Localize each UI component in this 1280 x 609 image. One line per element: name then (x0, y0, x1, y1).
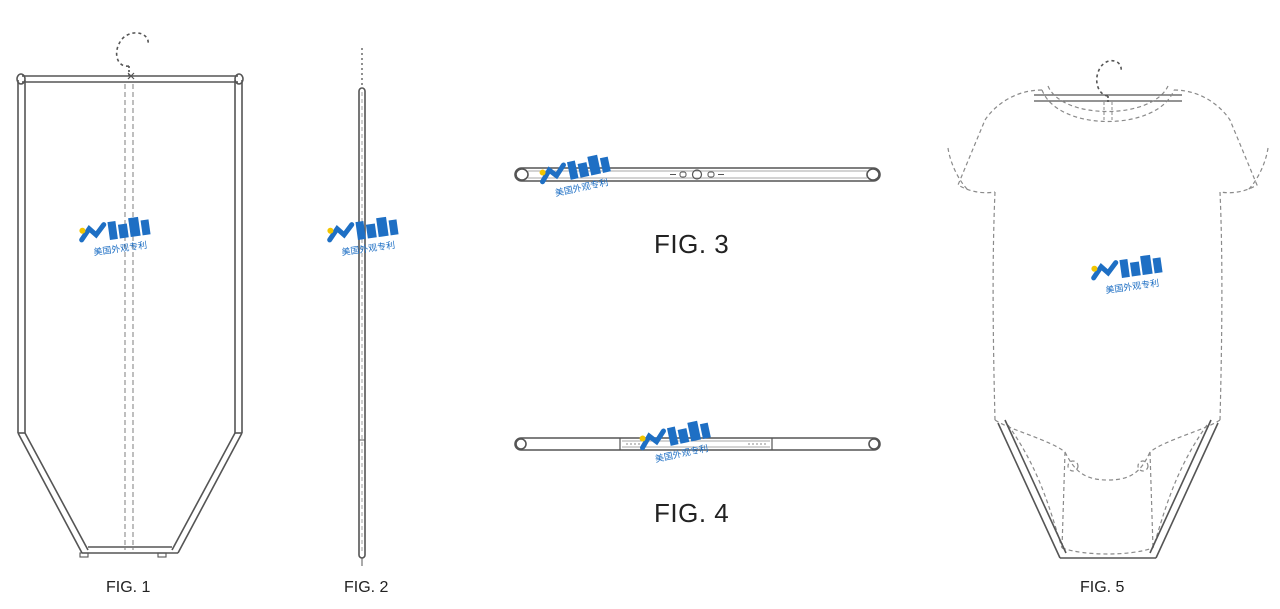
figure-2-caption: FIG. 2 (344, 579, 389, 596)
figure-2-side-view (358, 48, 366, 566)
figure-5-caption: FIG. 5 (1080, 579, 1125, 596)
figure-3-caption: FIG. 3 (654, 229, 730, 259)
figure-1-caption: FIG. 1 (106, 579, 151, 596)
figure-1-front-view (16, 32, 244, 558)
figure-4-caption: FIG. 4 (654, 498, 730, 528)
figure-5-bodysuit-view (947, 59, 1269, 559)
